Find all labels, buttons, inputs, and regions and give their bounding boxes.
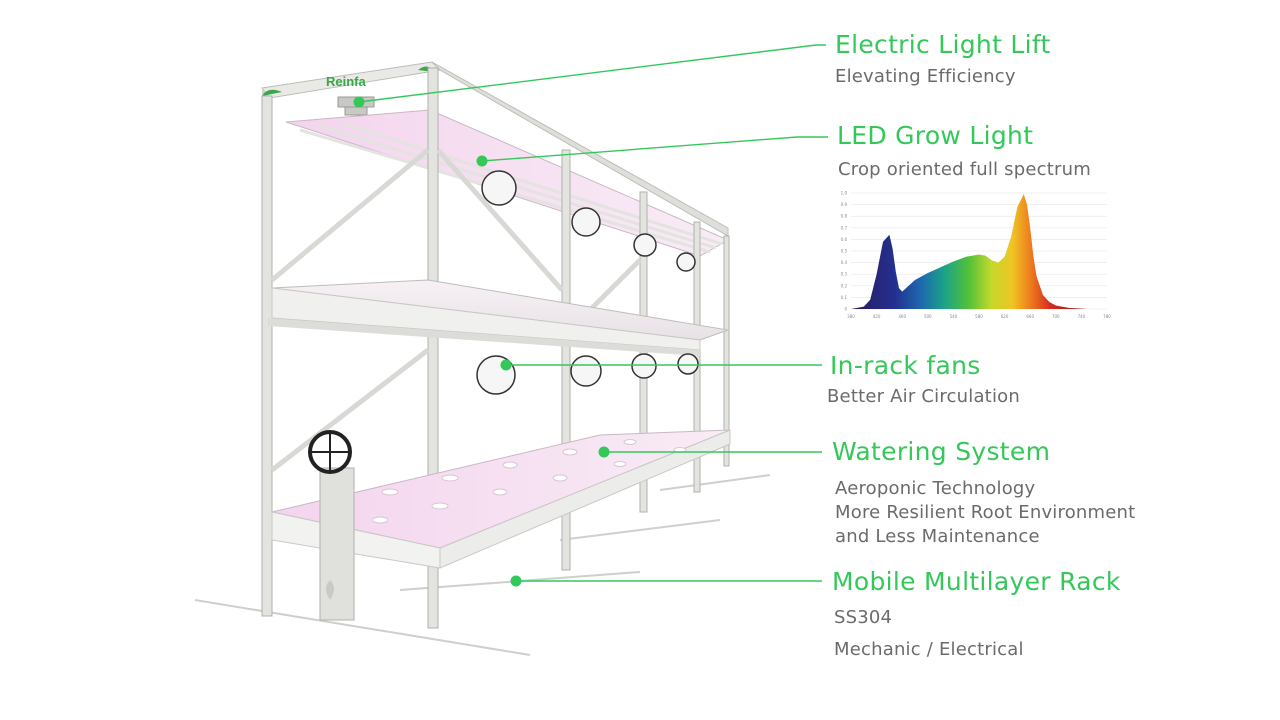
y-tick-label: 0.9 <box>841 202 848 207</box>
fans-lower <box>476 353 699 395</box>
feature-title-light-lift: Electric Light Lift <box>835 30 1051 59</box>
x-tick-labels: 380 420 460 500 540 580 620 660 700 740 780 <box>847 314 1111 319</box>
crank-unit <box>308 430 355 621</box>
y-tick-label: 0.2 <box>841 283 848 288</box>
feature-title-fans: In-rack fans <box>830 351 981 380</box>
floor-rails <box>194 474 771 656</box>
fans-upper <box>481 170 696 272</box>
spectrum-chart: 0 0.1 0.2 0.3 0.4 0.5 0.6 0.7 0.8 0.9 1.0 380 420 46… <box>841 191 1112 320</box>
feature-desc-rack-1: SS304 <box>834 607 893 628</box>
callout-lines <box>358 44 828 582</box>
feature-desc-watering-1: Aeroponic Technology <box>835 478 1036 499</box>
y-tick-label: 0.4 <box>841 260 848 265</box>
middle-tray <box>268 279 730 356</box>
feature-desc-light-lift: Elevating Efficiency <box>835 66 1016 87</box>
x-tick-label: 660 <box>1026 314 1034 319</box>
x-tick-label: 500 <box>924 314 932 319</box>
braces <box>270 148 642 472</box>
callout-dots <box>353 96 610 587</box>
feature-desc-watering-2: More Resilient Root Environment <box>835 502 1136 523</box>
feature-title-rack: Mobile Multilayer Rack <box>832 567 1121 596</box>
y-tick-label: 0.3 <box>841 272 848 277</box>
y-tick-label: 0.7 <box>841 225 848 230</box>
x-tick-label: 580 <box>975 314 983 319</box>
y-tick-label: 0.8 <box>841 214 848 219</box>
x-tick-label: 780 <box>1103 314 1111 319</box>
x-tick-label: 540 <box>950 314 958 319</box>
feature-desc-watering-3: and Less Maintenance <box>835 526 1040 547</box>
x-tick-label: 700 <box>1052 314 1060 319</box>
x-tick-label: 380 <box>847 314 855 319</box>
y-tick-label: 0.5 <box>841 249 848 254</box>
y-tick-label: 0.6 <box>841 237 848 242</box>
feature-title-watering: Watering System <box>832 437 1051 466</box>
logo: Reinfa <box>326 74 367 89</box>
x-tick-label: 460 <box>898 314 906 319</box>
feature-desc-fans: Better Air Circulation <box>827 386 1020 407</box>
y-tick-label: 0 <box>844 307 847 312</box>
x-tick-label: 620 <box>1001 314 1009 319</box>
y-tick-label: 1.0 <box>841 191 848 196</box>
y-tick-label: 0.1 <box>841 295 848 300</box>
feature-desc-rack-2: Mechanic / Electrical <box>834 639 1024 660</box>
bottom-tray <box>271 429 731 569</box>
feature-title-led: LED Grow Light <box>837 121 1034 150</box>
feature-desc-led: Crop oriented full spectrum <box>838 159 1091 180</box>
x-tick-label: 740 <box>1078 314 1086 319</box>
spectrum-area <box>851 194 1107 309</box>
x-tick-label: 420 <box>873 314 881 319</box>
y-tick-labels: 0 0.1 0.2 0.3 0.4 0.5 0.6 0.7 0.8 0.9 1.0 <box>841 191 848 312</box>
